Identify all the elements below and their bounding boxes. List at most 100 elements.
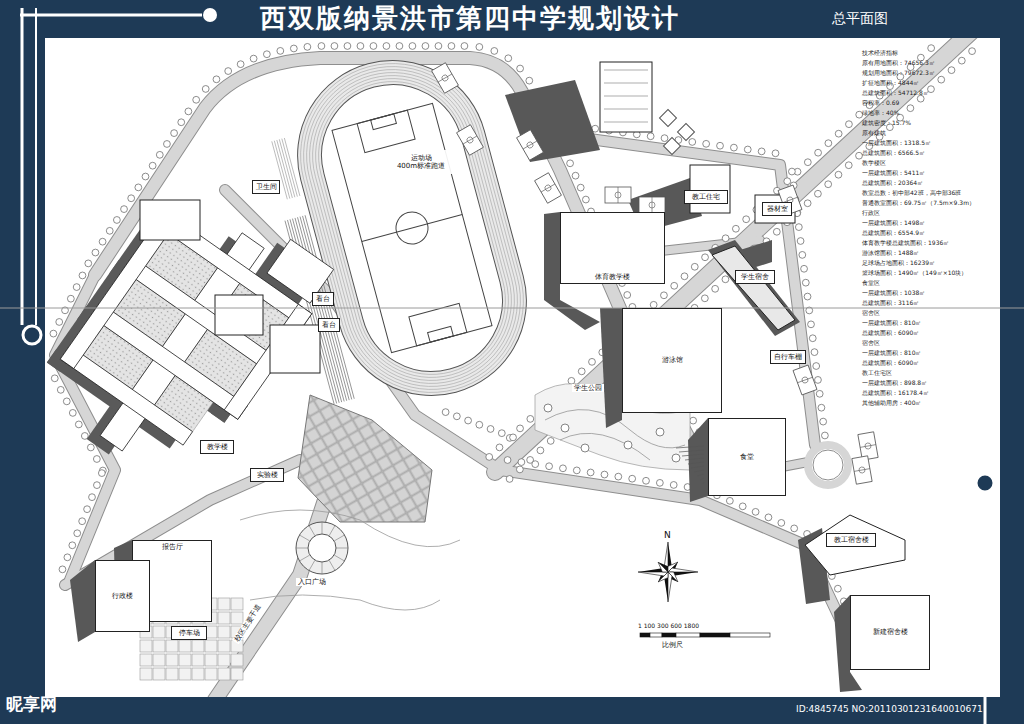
road-network — [55, 38, 975, 697]
tree — [121, 206, 128, 213]
building-name: 实验楼 — [257, 471, 278, 479]
technical-index: 一层建筑面积：1318.5㎡ — [862, 140, 931, 147]
plan-shape — [805, 515, 905, 575]
tree — [113, 217, 120, 224]
technical-index: 教室总数：初中部42班，高中部36班 — [862, 190, 961, 197]
tree — [567, 160, 574, 167]
tree — [772, 150, 779, 157]
stair — [697, 474, 704, 476]
tree — [743, 216, 750, 223]
plan-shape — [655, 559, 671, 575]
tree — [582, 196, 589, 203]
plan-shape — [690, 165, 730, 213]
plan-shape — [854, 469, 870, 472]
basketball-court — [535, 173, 562, 204]
tree — [496, 444, 503, 451]
tree — [811, 349, 818, 356]
tree — [69, 542, 76, 549]
infield — [306, 69, 519, 388]
building-name: 教学楼 — [207, 443, 228, 451]
tree — [435, 43, 442, 50]
plan-shape — [688, 418, 708, 502]
technical-index: 普通教室面积：69.75㎡（7.5m×9.3m） — [862, 200, 975, 207]
building-name: 看台 — [322, 321, 336, 329]
tree — [791, 525, 798, 532]
plan-shape — [668, 568, 698, 572]
plan-shape — [652, 197, 653, 213]
tree — [765, 514, 772, 521]
technical-index: 总建筑面积：6090㎡ — [862, 330, 919, 337]
technical-index: 宿舍区 — [862, 340, 880, 347]
plan-shape — [523, 141, 537, 149]
building-box: 器材室 — [762, 202, 792, 216]
tree — [128, 195, 135, 202]
plan-shape — [438, 74, 452, 82]
tree — [135, 184, 142, 191]
tree — [804, 159, 811, 166]
road — [215, 470, 335, 697]
site-plan — [45, 38, 975, 697]
tree — [89, 494, 96, 501]
technical-index: 一层建筑面积：898.8㎡ — [862, 380, 927, 387]
tree — [50, 330, 57, 337]
tree — [98, 470, 105, 477]
tree — [799, 251, 806, 258]
plan-shape — [308, 534, 336, 562]
tree — [969, 48, 976, 55]
parking-bay — [218, 598, 230, 610]
paving-ornament — [660, 110, 677, 127]
parking-bay — [140, 654, 152, 666]
building-outline — [60, 346, 192, 446]
building-box: 教工住宅 — [684, 190, 728, 204]
tree — [63, 398, 70, 405]
sheet-subtitle: 总平面图 — [832, 10, 888, 26]
tree — [670, 482, 677, 489]
tree — [318, 43, 325, 50]
building-box: 教学楼 — [200, 440, 234, 454]
tree — [185, 108, 192, 115]
pitch-line — [357, 110, 415, 152]
building-name: 卫生间 — [256, 183, 277, 191]
tree — [69, 409, 76, 416]
road — [500, 470, 850, 640]
tree — [797, 238, 804, 245]
tree — [744, 146, 751, 153]
plan-shape — [463, 136, 477, 144]
tree — [79, 518, 86, 525]
garden-path — [250, 595, 440, 610]
plan-shape — [21, 8, 24, 325]
tree — [846, 121, 853, 128]
track-lane — [302, 65, 522, 391]
plan-shape — [797, 377, 812, 382]
parking-bay — [205, 668, 217, 680]
tree — [808, 321, 815, 328]
road-edge — [500, 470, 850, 640]
tree — [156, 151, 163, 158]
building-name: 报告厅 — [162, 543, 183, 551]
area-name: 入口广场 — [296, 578, 328, 586]
tree — [691, 263, 698, 270]
tree — [79, 272, 86, 279]
technical-index: 容积率：0.69 — [862, 100, 899, 107]
tree — [396, 43, 403, 50]
building-outline — [140, 62, 905, 575]
stair — [682, 454, 704, 456]
building-name: 看台 — [316, 295, 330, 303]
plan-shape — [712, 246, 795, 330]
plan-shape — [668, 572, 672, 602]
garden-path — [240, 510, 460, 547]
stair — [700, 478, 704, 480]
technical-index: 教学楼区 — [862, 160, 886, 167]
tree — [164, 141, 171, 148]
parking-bay — [218, 626, 230, 638]
building-box: 食堂 — [708, 418, 786, 496]
tree — [825, 140, 832, 147]
parking-bay — [153, 640, 165, 652]
tree — [106, 227, 113, 234]
plan-shape — [299, 535, 309, 541]
tree — [290, 45, 297, 52]
tree — [237, 61, 244, 68]
technical-index: 行政区 — [862, 210, 880, 217]
north-arrow — [638, 542, 698, 602]
parking-bay — [218, 654, 230, 666]
